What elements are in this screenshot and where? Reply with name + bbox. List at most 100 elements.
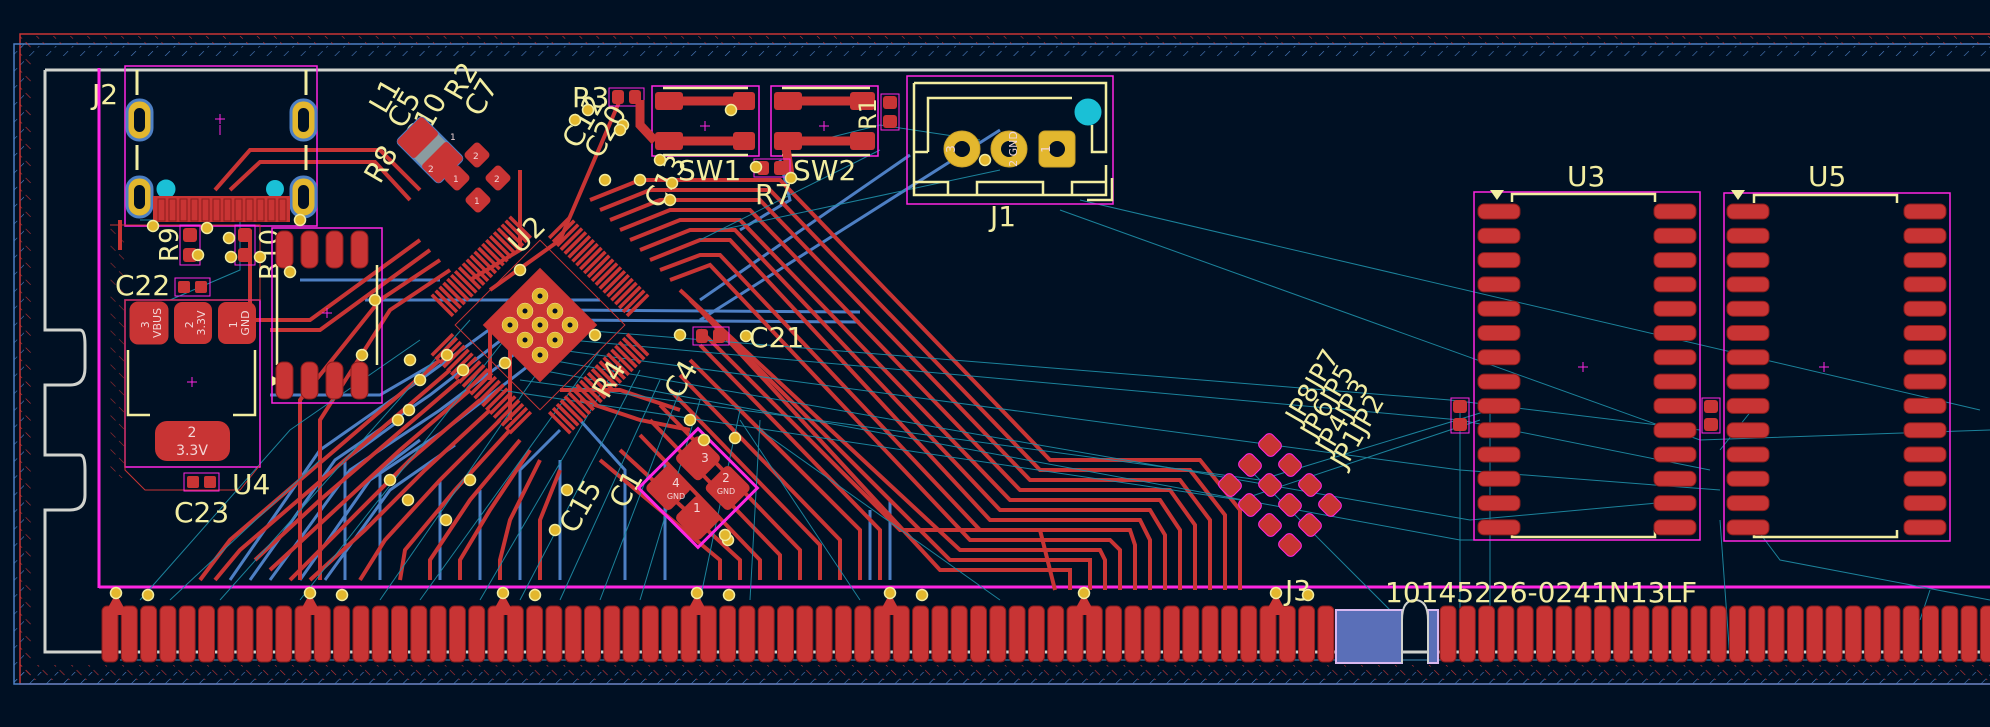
via (335, 588, 349, 602)
j3-finger-pad (950, 605, 968, 663)
via (403, 353, 417, 367)
j3-finger-pad (1163, 605, 1180, 663)
tsop-pad (1653, 325, 1697, 341)
u2-pin (449, 273, 474, 298)
tsop-pad (1726, 227, 1770, 244)
j3-finger-pad (970, 605, 987, 663)
r10-resistor (234, 224, 256, 266)
j3-finger-pad (1806, 605, 1824, 663)
j3-finger-pad (989, 605, 1007, 663)
u2-pin (559, 227, 584, 251)
via (109, 586, 123, 600)
soic8-flash (271, 227, 383, 404)
soic-pad (325, 361, 344, 400)
jumper-pad-pair (1278, 453, 1302, 477)
j3-ground-tab (491, 593, 515, 615)
j3-finger-pad (1143, 605, 1161, 663)
via (739, 329, 753, 343)
j3-finger-pad (1201, 605, 1219, 663)
j3-connector: J3 10145226-0241N13LF (101, 574, 1990, 664)
j3-finger-pad (120, 605, 138, 663)
j3-finger-pad (1439, 605, 1457, 663)
via (283, 265, 297, 279)
j3-finger-pad (1922, 605, 1939, 663)
c21-ref-label: C21 (749, 321, 804, 354)
c23-ref-label: C23 (174, 496, 229, 529)
j3-finger-pad (931, 605, 949, 663)
j2-signal-pad (190, 198, 199, 222)
thermal-via-hole (522, 308, 528, 314)
svg-text:2: 2 (428, 165, 434, 175)
jumper-pad-pair (1238, 453, 1262, 477)
via (613, 123, 627, 137)
tsop-pad (1726, 276, 1770, 293)
u2-pin (614, 344, 638, 369)
tsop-pad (1653, 349, 1697, 366)
u2-pin (579, 246, 603, 271)
via (653, 153, 667, 167)
j3-finger-pad (1979, 605, 1990, 663)
j1-ref-label: J1 (988, 200, 1016, 233)
via (1301, 588, 1315, 602)
tsop-pad (1477, 397, 1521, 414)
courtyard-outline (97, 68, 1990, 589)
j1-pad-2-gnd: 2 GND (990, 130, 1028, 168)
u2-pin (492, 395, 517, 419)
u2-pin (563, 395, 588, 419)
svg-text:GND: GND (717, 487, 735, 496)
u2-pin (492, 231, 517, 255)
j3-finger-pad (255, 605, 273, 663)
j3-finger-pad (1555, 605, 1573, 663)
j2-shield-pad-sh2 (125, 175, 154, 219)
via (146, 219, 160, 233)
via (978, 153, 992, 167)
u2-pin (555, 402, 580, 427)
j3-finger-pad (526, 605, 544, 663)
j3-finger-pad (236, 605, 254, 663)
jumper-pad-pair (1258, 473, 1282, 497)
tsop-pad (1653, 203, 1697, 220)
j3-finger-pad (159, 605, 177, 663)
j3-finger-pad (1497, 605, 1515, 663)
u2-pin (617, 340, 642, 365)
j3-finger-pad (352, 605, 370, 663)
u2-pin (477, 379, 501, 404)
via (568, 113, 582, 127)
u2-pin (610, 348, 634, 373)
r1-resistor: R1 (854, 93, 900, 131)
footprint-anchors (215, 114, 225, 124)
tsop-pad (1726, 446, 1770, 463)
tsop-pad (1903, 373, 1947, 390)
via (401, 493, 415, 507)
svg-text:1: 1 (453, 175, 459, 185)
u2-pin (551, 406, 576, 431)
j2-signal-pad (212, 198, 221, 222)
jumper-array: JP8JP7 JP6JP5 JP4JP3 JP1JP2 (1218, 344, 1391, 557)
j3-finger-pad (1786, 605, 1804, 663)
j2-signal-pad (223, 198, 232, 222)
via (915, 588, 929, 602)
tsop-pad (1726, 470, 1770, 487)
tsop-pad (1726, 203, 1770, 220)
u2-pin (598, 360, 623, 384)
j2-signal-pad (256, 198, 265, 222)
u2-pin (430, 332, 455, 357)
j3-key-notch (1401, 598, 1429, 663)
tsop-pad (1726, 349, 1770, 366)
tsop-pad (1903, 470, 1947, 487)
tsop-pad (1477, 252, 1521, 269)
tsop-pad (1903, 300, 1947, 317)
svg-text:1: 1 (1039, 145, 1053, 153)
via (355, 348, 369, 362)
u2-pin (442, 344, 466, 369)
via (303, 586, 317, 600)
jumper-pad (1278, 493, 1302, 517)
j3-finger-pad (178, 605, 196, 663)
via (633, 173, 647, 187)
j3-finger-pad (468, 605, 486, 663)
j3-finger-pad (757, 605, 775, 663)
tsop-pad (1477, 373, 1521, 390)
soic-pad (275, 361, 294, 400)
tsop-pad (1653, 276, 1697, 293)
